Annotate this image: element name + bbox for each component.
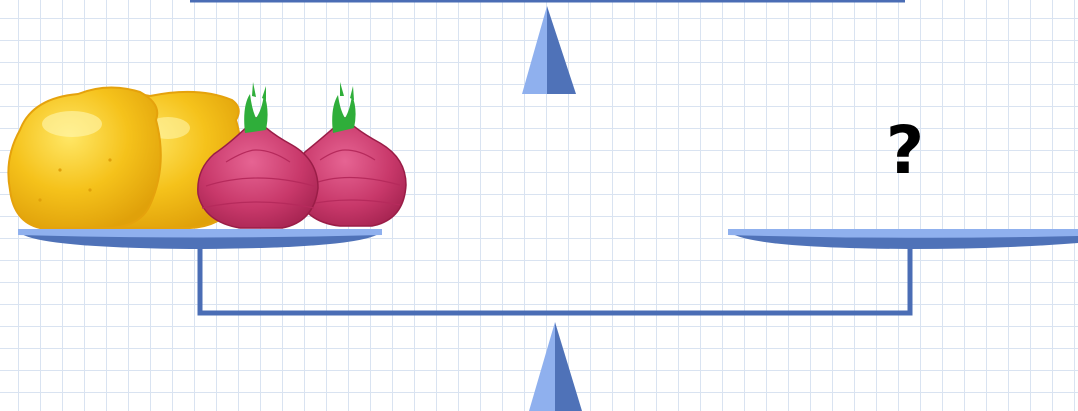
unknown-weight-label: ?	[870, 118, 940, 184]
left-pan	[18, 229, 382, 249]
right-pan	[728, 229, 1078, 249]
upper-fulcrum	[522, 6, 576, 94]
lower-fulcrum	[529, 322, 582, 411]
lemon-front	[8, 87, 160, 228]
scale-beam	[200, 248, 910, 313]
